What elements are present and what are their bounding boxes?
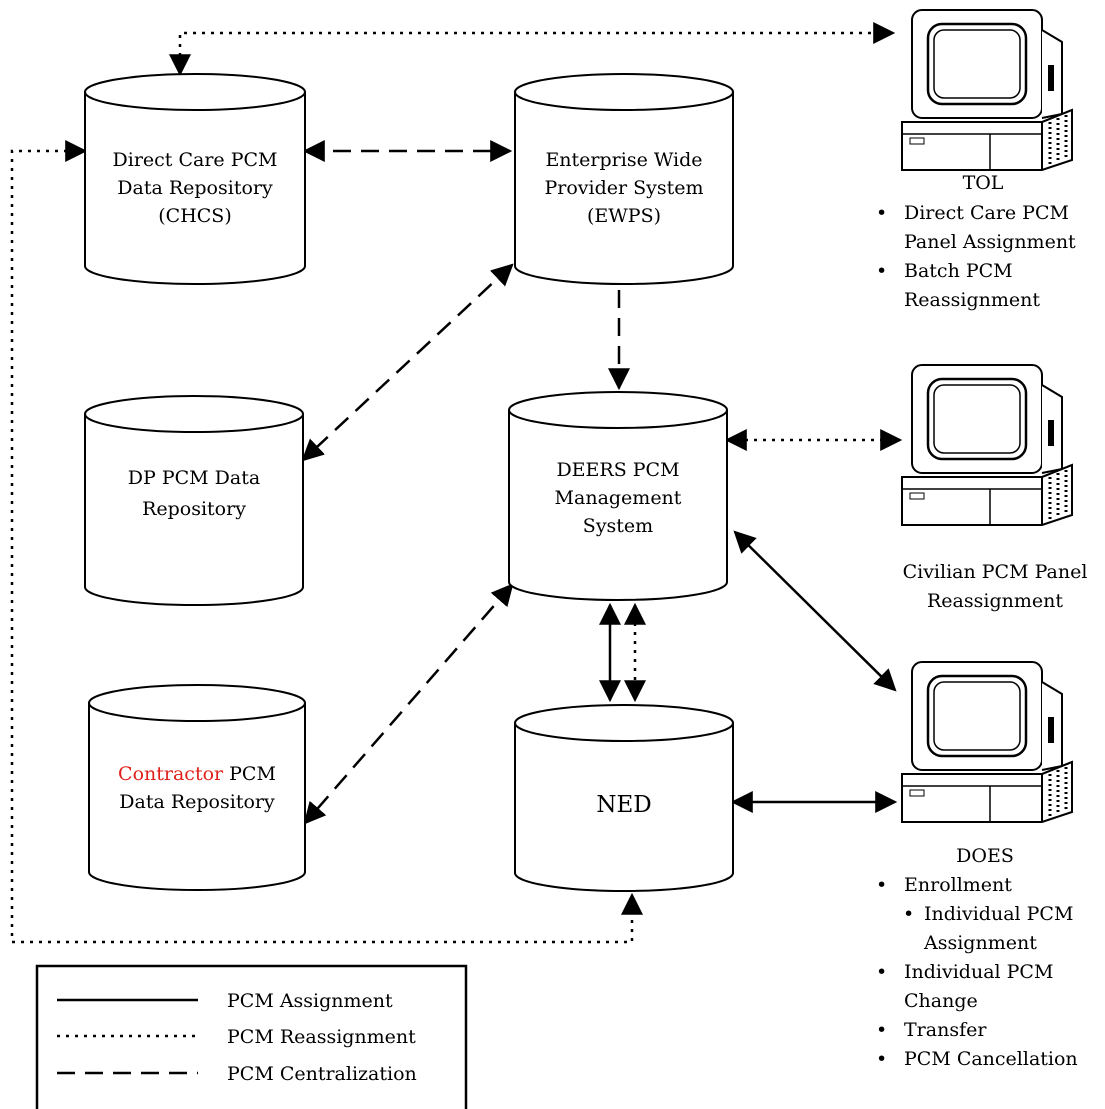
direct-care-line3: (CHCS) <box>158 205 232 227</box>
deers-line3: System <box>583 515 653 537</box>
legend-centralization: PCM Centralization <box>227 1063 417 1085</box>
dp-line1: DP PCM Data <box>128 467 260 489</box>
deers-line1: DEERS PCM <box>556 459 679 481</box>
does-title: DOES <box>956 845 1014 867</box>
ewps-line1: Enterprise Wide <box>545 149 702 171</box>
does-item2-line1: Individual PCM <box>904 961 1053 983</box>
does-terminal-icon <box>900 660 1074 824</box>
dp-repository <box>84 395 304 606</box>
civilian-terminal-icon <box>900 363 1074 527</box>
ewps-repository <box>514 73 734 285</box>
ewps-line3: (EWPS) <box>587 205 661 227</box>
does-bullet-3: • <box>876 1019 887 1041</box>
does-sub-line1: Individual PCM <box>924 903 1073 925</box>
does-bullet-1: • <box>876 874 887 896</box>
tol-bullet-2: • <box>876 260 887 282</box>
tol-item-1b: Panel Assignment <box>904 231 1076 253</box>
does-item4: PCM Cancellation <box>904 1048 1078 1070</box>
does-sub-bullet: • <box>903 903 914 925</box>
legend-reassignment: PCM Reassignment <box>227 1026 416 1048</box>
does-item2-line2: Change <box>904 990 978 1012</box>
tol-bullet-1: • <box>876 202 887 224</box>
legend: PCM Assignment PCM Reassignment PCM Cent… <box>35 964 468 1109</box>
ned-repository <box>514 704 734 892</box>
does-bullet-2: • <box>876 961 887 983</box>
does-sub-line2: Assignment <box>923 932 1037 954</box>
direct-care-repository <box>84 73 306 285</box>
tol-title: TOL <box>963 172 1004 194</box>
dp-line2: Repository <box>142 498 246 520</box>
does-bullet-4: • <box>876 1048 887 1070</box>
tol-terminal-icon <box>900 8 1074 172</box>
deers-line2: Management <box>555 487 682 509</box>
does-enrollment: Enrollment <box>904 874 1012 896</box>
tol-item-2b: Reassignment <box>904 289 1040 311</box>
civilian-line1: Civilian PCM Panel <box>903 561 1088 583</box>
contractor-repository <box>88 684 306 891</box>
does-item3: Transfer <box>904 1019 987 1041</box>
legend-assignment: PCM Assignment <box>227 990 393 1012</box>
connections <box>10 22 903 944</box>
ned-label: NED <box>596 792 651 818</box>
tol-item-1a: Direct Care PCM <box>904 202 1069 224</box>
ewps-line2: Provider System <box>544 177 703 199</box>
contractor-line1: Contractor PCM <box>118 763 276 785</box>
contractor-rest: PCM <box>223 763 276 785</box>
civilian-line2: Reassignment <box>927 590 1063 612</box>
deers-repository <box>508 391 728 601</box>
contractor-line2: Data Repository <box>119 791 275 813</box>
tol-item-2a: Batch PCM <box>904 260 1013 282</box>
direct-care-line1: Direct Care PCM <box>113 149 278 171</box>
direct-care-line2: Data Repository <box>117 177 273 199</box>
contractor-word: Contractor <box>118 763 224 785</box>
